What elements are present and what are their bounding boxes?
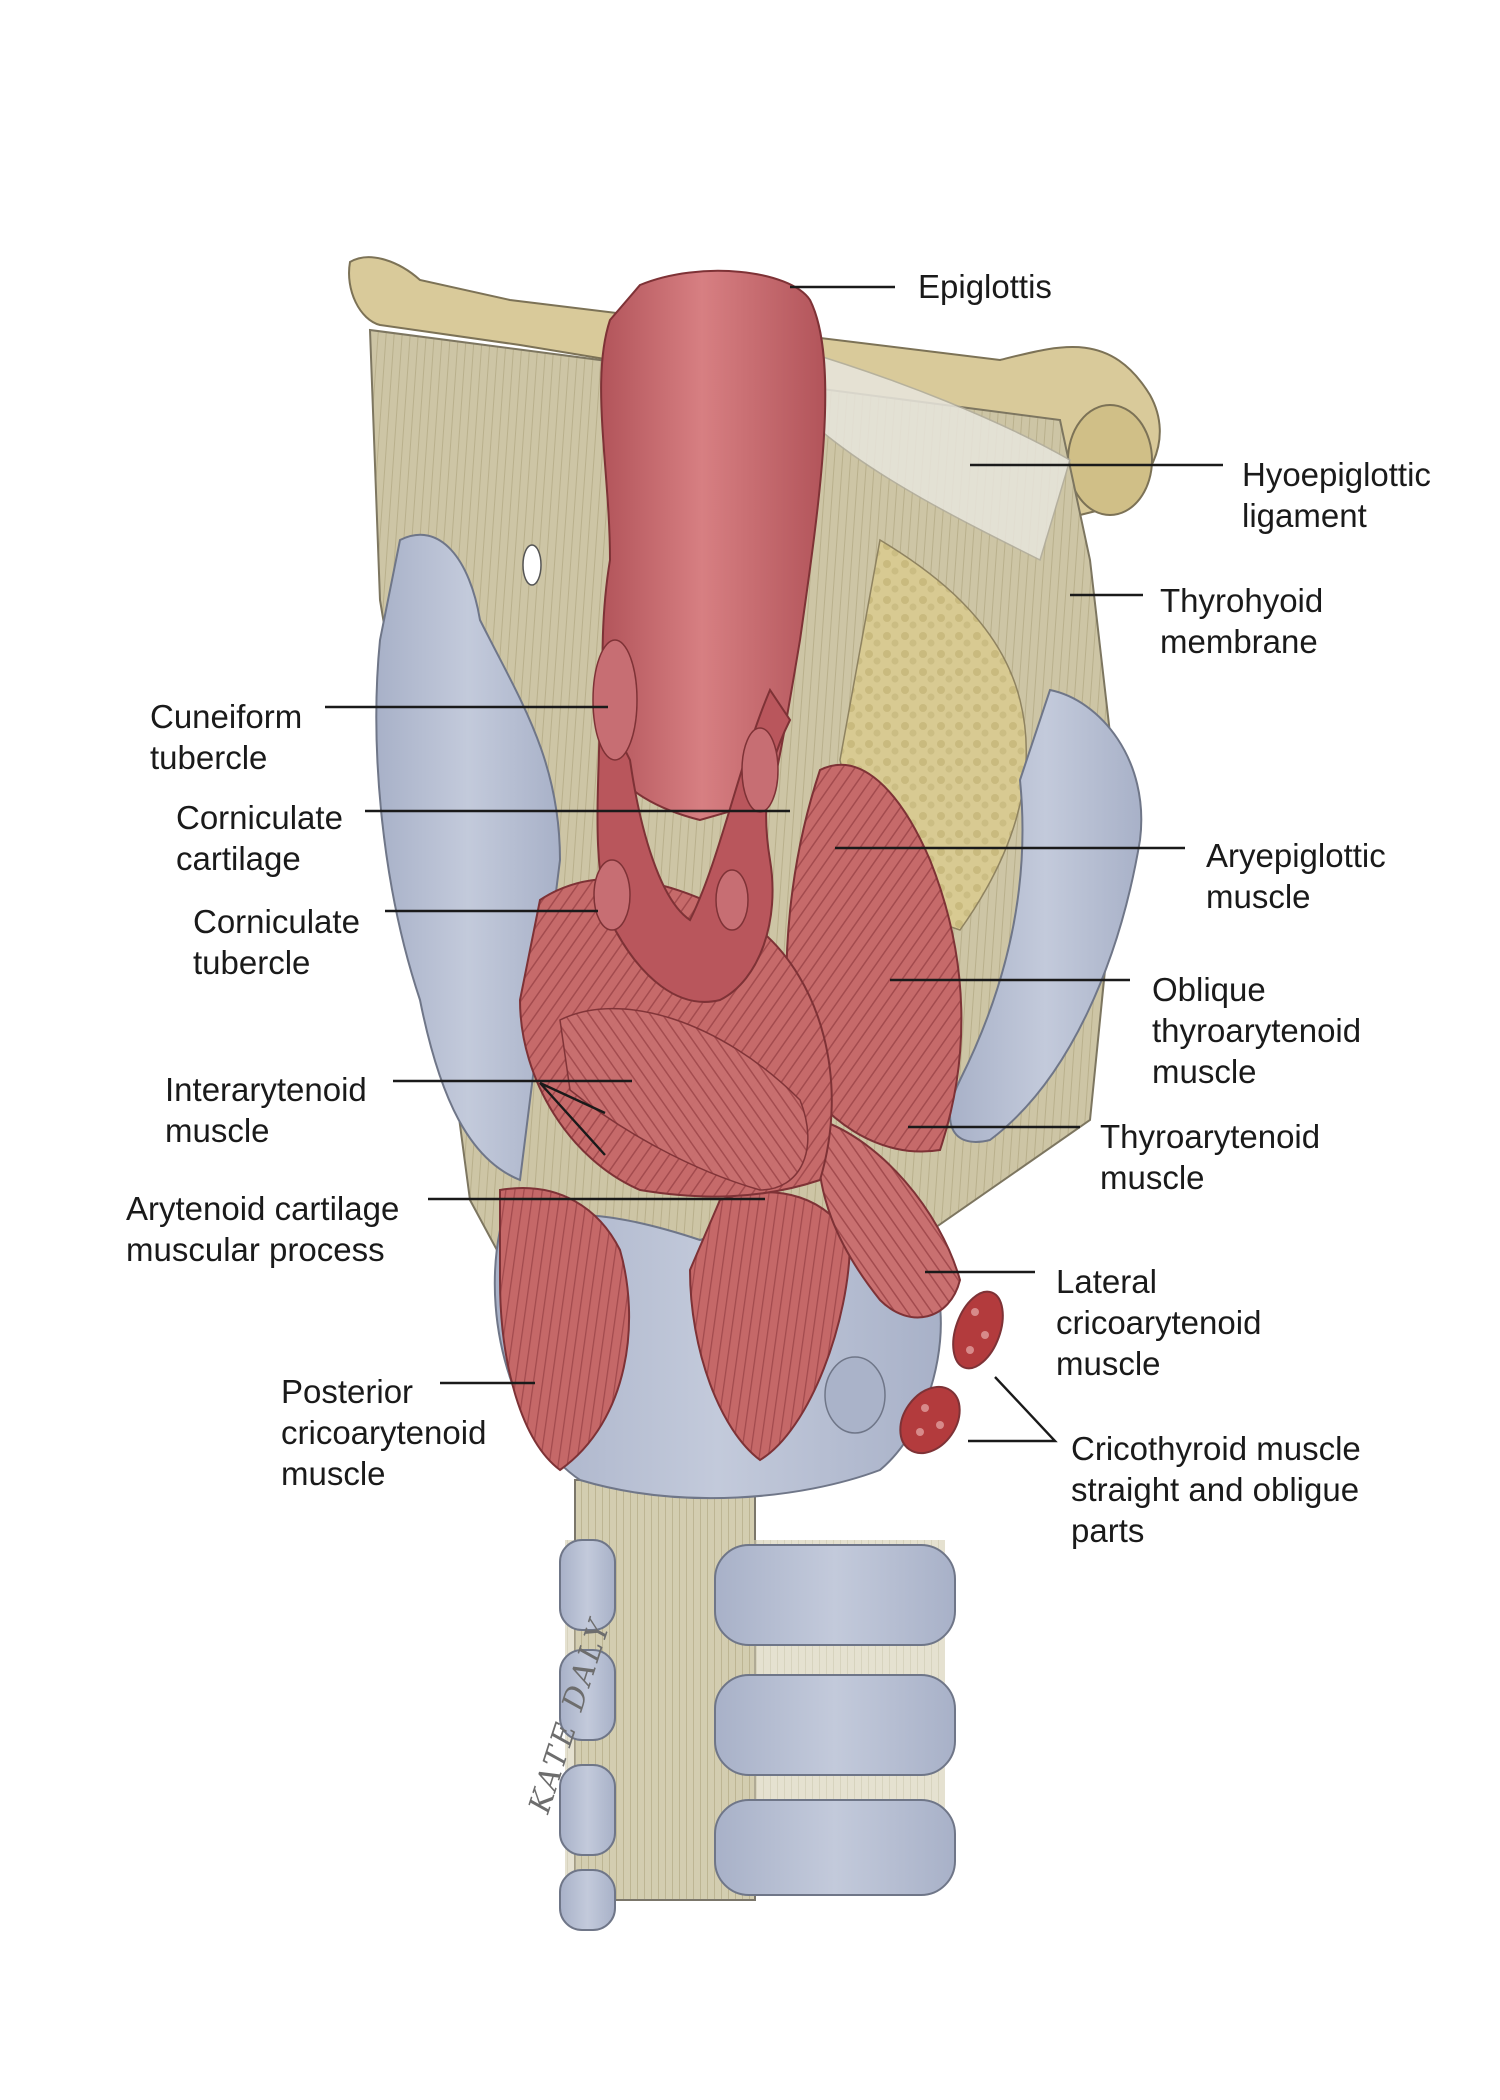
- hyoepiglottic-ligament: [798, 348, 1071, 562]
- leader-interarytenoid-fork: [539, 1081, 606, 1156]
- cuneiform-tubercle: [592, 639, 638, 761]
- thyroarytenoid-muscle: [785, 764, 963, 1153]
- corniculate-tubercle-right-lower: [715, 869, 749, 931]
- tracheal-ring-left: [559, 1539, 616, 1931]
- label-corniculate-tubercle: Corniculate tubercle: [193, 903, 360, 981]
- trachea: [559, 1479, 956, 1931]
- cricothyroid-muscle: [899, 1290, 1004, 1455]
- corniculate-tubercle: [593, 859, 631, 931]
- label-cricothyroid-muscle: Cricothyroid muscle straight and obligue…: [1071, 1430, 1361, 1549]
- label-oblique-thyroarytenoid-muscle: Oblique thyroarytenoid muscle: [1152, 971, 1362, 1090]
- lateral-cricoarytenoid-muscle: [817, 1118, 962, 1319]
- hyoid-greater-horn: [1067, 404, 1153, 516]
- label-aryepiglottic-muscle: Aryepiglottic muscle: [1206, 837, 1386, 915]
- interarytenoid-oblique: [559, 1007, 809, 1191]
- label-posterior-cricoarytenoid-muscle: Posterior cricoarytenoid muscle: [281, 1373, 487, 1492]
- label-hyoepiglottic-ligament: Hyoepiglottic ligament: [1242, 456, 1431, 534]
- leader-lines: [325, 285, 1223, 1443]
- label-corniculate-cartilage: Corniculate cartilage: [176, 799, 343, 877]
- label-lateral-cricoarytenoid-muscle: Lateral cricoarytenoid muscle: [1056, 1263, 1262, 1382]
- thyroid-cartilage-right: [949, 688, 1143, 1143]
- tracheal-ring-right: [714, 1544, 956, 1896]
- hyoid-bone: [348, 256, 1161, 522]
- label-thyroarytenoid-muscle: Thyroarytenoid muscle: [1100, 1118, 1321, 1196]
- thyroid-foramen: [522, 544, 542, 586]
- label-epiglottis: Epiglottis: [918, 268, 1052, 305]
- label-thyrohyoid-membrane: Thyrohyoid membrane: [1160, 582, 1324, 660]
- cricoid-facet: [824, 1356, 886, 1434]
- label-arytenoid-cartilage-muscular-process: Arytenoid cartilage muscular process: [126, 1190, 400, 1268]
- thyroid-cartilage-left: [375, 533, 562, 1182]
- label-interarytenoid-muscle: Interarytenoid muscle: [165, 1071, 367, 1149]
- label-cuneiform-tubercle: Cuneiform tubercle: [150, 698, 303, 776]
- corniculate-tubercle-right: [741, 727, 779, 813]
- leader-cricothyroid: [968, 1376, 1058, 1443]
- posterior-cricoarytenoid-right: [688, 1191, 852, 1462]
